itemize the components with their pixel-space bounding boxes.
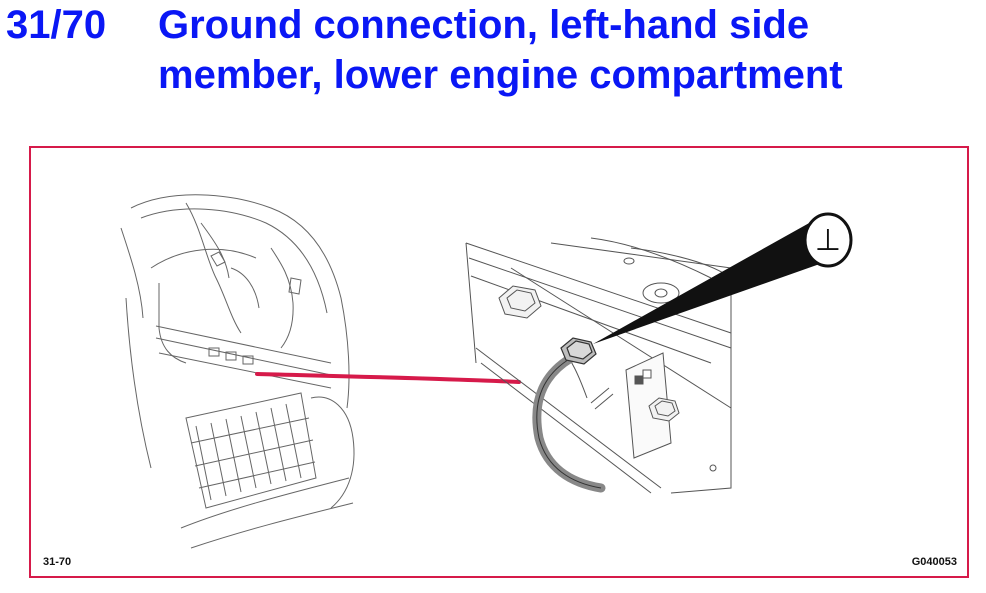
diagram-frame: ⊥ 31-70 G040053 <box>29 146 969 578</box>
engine-compartment-overview <box>120 194 355 549</box>
diagram-illustration: ⊥ <box>120 194 853 549</box>
callout-wedge <box>593 222 831 344</box>
upper-bolt <box>498 285 542 319</box>
bracket-bolt <box>648 397 680 422</box>
page-number: 31/70 <box>6 3 107 47</box>
ground-symbol-circle <box>803 212 853 268</box>
figure-code-left: 31-70 <box>43 556 72 568</box>
page-title: Ground connection, left-hand side member… <box>158 3 843 97</box>
side-member-detail <box>465 237 732 494</box>
pointer-line <box>255 372 521 384</box>
ground-terminal-bolt <box>560 337 597 365</box>
ground-cable <box>532 353 606 493</box>
figure-code-right: G040053 <box>911 556 957 568</box>
ground-symbol: ⊥ <box>815 223 841 258</box>
